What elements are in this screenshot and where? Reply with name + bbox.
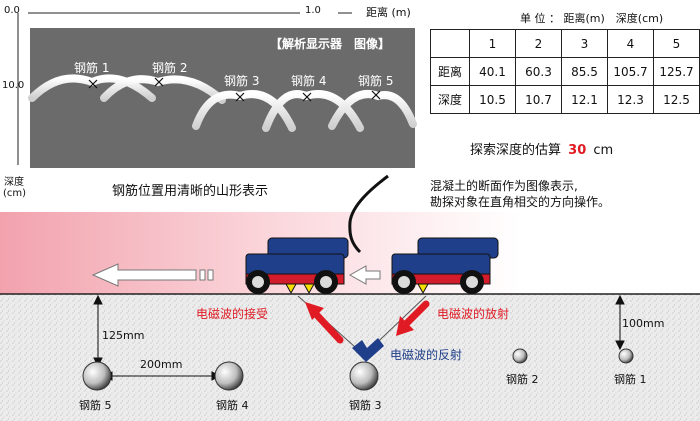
top-axis-label: 距离 (m) bbox=[366, 6, 411, 19]
dim-125: 125mm bbox=[102, 329, 145, 342]
rebar-label-3: 钢筋 3 bbox=[224, 74, 260, 88]
left-axis-unit: (cm) bbox=[3, 188, 27, 199]
left-axis-label: 深度 bbox=[4, 177, 24, 188]
label-receive: 电磁波的接受 bbox=[196, 307, 269, 321]
depth-estimate: 探索深度的估算 30 cm bbox=[470, 139, 613, 158]
display-title: 【解析显示器 图像】 bbox=[270, 37, 391, 51]
left-axis-tick: 10.0 bbox=[2, 80, 25, 91]
table-cell: 60.3 bbox=[515, 57, 562, 86]
estimate-value: 30 bbox=[568, 143, 587, 158]
rebar-cross-sections bbox=[82, 348, 634, 391]
top-axis-mid: 1.0 bbox=[305, 5, 321, 16]
col-header: 4 bbox=[607, 29, 654, 58]
emit-arrow bbox=[396, 300, 430, 336]
bottom-rebar-4: 钢筋 4 bbox=[216, 399, 249, 412]
rebar-label-1: 钢筋 1 bbox=[74, 61, 110, 75]
table-cell: 12.3 bbox=[607, 85, 654, 114]
label-emit: 电磁波的放射 bbox=[437, 307, 510, 321]
description-line-1: 混凝土的断面作为图像表示, bbox=[430, 179, 578, 193]
rebar-label-5: 钢筋 5 bbox=[358, 74, 394, 88]
hyperbola-arcs bbox=[28, 74, 417, 132]
dim-200: 200mm bbox=[140, 358, 183, 371]
estimate-unit: cm bbox=[593, 143, 614, 158]
results-table: 1 2 3 4 5 距离 40.1 60.3 85.5 105.7 125.7 … bbox=[430, 29, 700, 114]
label-reflect: 电磁波的反射 bbox=[390, 348, 463, 362]
display-caption: 钢筋位置用清晰的山形表示 bbox=[112, 184, 269, 199]
rebar-label-2: 钢筋 2 bbox=[152, 61, 188, 75]
table-row: 距离 40.1 60.3 85.5 105.7 125.7 bbox=[430, 57, 700, 86]
small-arrow bbox=[348, 265, 381, 285]
table-cell: 40.1 bbox=[469, 57, 516, 86]
scanner-device-left bbox=[245, 237, 349, 295]
concrete-section bbox=[0, 294, 700, 421]
dim-100: 100mm bbox=[622, 317, 665, 330]
bottom-rebar-2: 钢筋 2 bbox=[506, 373, 539, 386]
bottom-rebar-1: 钢筋 1 bbox=[614, 373, 647, 386]
dimension-lines bbox=[93, 294, 625, 381]
table-cell: 125.7 bbox=[653, 57, 700, 86]
table-cell: 10.5 bbox=[469, 85, 516, 114]
move-direction-arrow bbox=[91, 263, 214, 287]
bottom-rebar-3: 钢筋 3 bbox=[349, 399, 382, 412]
table-cell: 85.5 bbox=[561, 57, 608, 86]
col-header: 2 bbox=[515, 29, 562, 58]
units-note: 单 位 ： 距离(m) 深度(cm) bbox=[520, 12, 664, 25]
col-header: 5 bbox=[653, 29, 700, 58]
description-line-2: 勘探对象在直角相交的方向操作。 bbox=[430, 195, 611, 209]
top-axis-start: 0.0 bbox=[4, 5, 20, 16]
row-label: 距离 bbox=[430, 57, 470, 86]
col-header: 1 bbox=[469, 29, 516, 58]
row-label: 深度 bbox=[430, 85, 470, 114]
rebar-markers bbox=[88, 77, 381, 102]
receive-arrow bbox=[305, 302, 344, 344]
table-cell: 105.7 bbox=[607, 57, 654, 86]
table-row: 深度 10.5 10.7 12.1 12.3 12.5 bbox=[430, 85, 700, 114]
col-header: 3 bbox=[561, 29, 608, 58]
estimate-prefix: 探索深度的估算 bbox=[470, 143, 562, 158]
table-cell: 12.1 bbox=[561, 85, 608, 114]
scanner-device-right bbox=[391, 237, 499, 295]
table-cell: 12.5 bbox=[653, 85, 700, 114]
bottom-rebar-5: 钢筋 5 bbox=[79, 399, 112, 412]
probe-cable bbox=[348, 174, 389, 254]
rebar-label-4: 钢筋 4 bbox=[291, 74, 327, 88]
table-cell: 10.7 bbox=[515, 85, 562, 114]
reflect-chevron bbox=[352, 338, 384, 362]
